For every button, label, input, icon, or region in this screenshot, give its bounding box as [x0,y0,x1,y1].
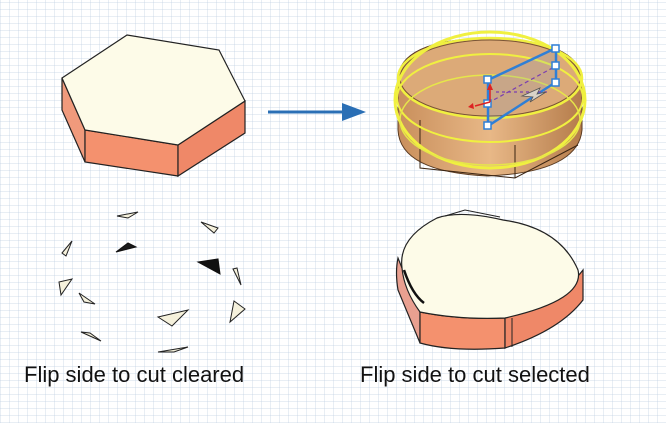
shard [200,221,219,234]
shard [58,278,74,297]
drag-handle[interactable] [483,121,492,130]
hex-prism-cut-result [395,209,584,350]
shard [61,240,73,257]
shard [116,211,139,219]
selection-ring-outer [393,30,587,170]
hex-prism-top-face [61,34,246,146]
drag-handle[interactable] [551,61,560,70]
flip-direction-arrow-icon[interactable] [520,87,547,103]
shard [80,331,102,342]
drag-handle[interactable] [551,44,560,53]
shard [196,258,221,275]
cut-result-top-face [401,213,580,319]
drag-handle[interactable] [483,75,492,84]
caption-selected: Flip side to cut selected [360,362,590,387]
selection-ring-middle [396,53,584,143]
shard [157,346,189,353]
shard [232,267,242,286]
shard [229,300,246,324]
selection-ring-upper [396,36,584,120]
shard [115,242,138,253]
drag-handle[interactable] [551,78,560,87]
transform-arrow [268,103,366,121]
caption-cleared: Flip side to cut cleared [24,362,245,387]
selection-ring-lower [399,74,581,166]
cut-preview-model [393,30,587,179]
scattered-shards [58,211,246,353]
shard [78,292,96,305]
axis-triad-icon [468,83,493,109]
hex-prism-original [61,34,246,178]
shard [156,309,190,327]
